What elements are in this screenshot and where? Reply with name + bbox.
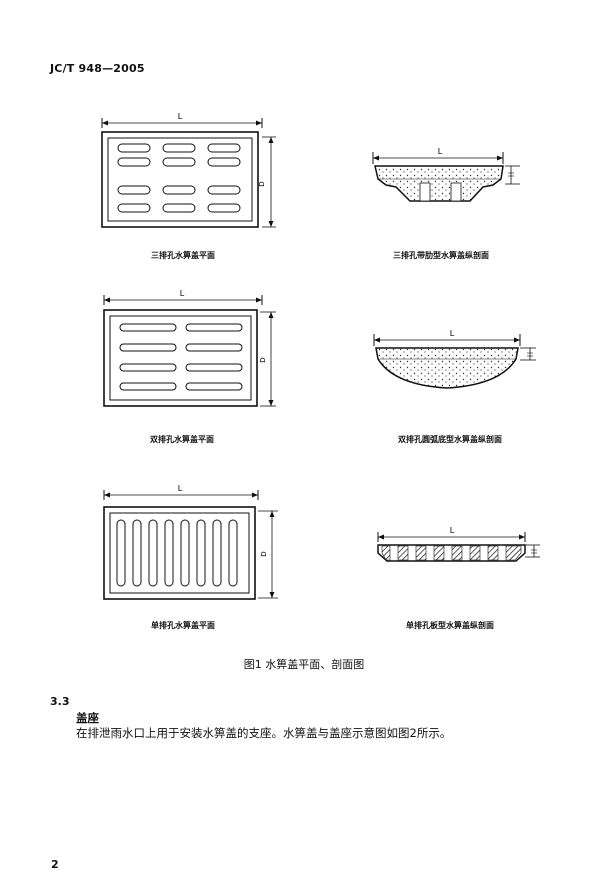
caption-plan-double-row: 双排孔水箅盖平面 bbox=[150, 435, 214, 444]
dim-L-label-3: L bbox=[180, 289, 185, 298]
dim-L-label-5: L bbox=[178, 484, 183, 493]
page-number: 2 bbox=[51, 858, 59, 871]
dim-L-label-2: L bbox=[438, 147, 443, 156]
dim-L-label-6: L bbox=[450, 526, 455, 535]
dim-L-label: L bbox=[178, 112, 183, 121]
section-single-row-plate-drawing: L bbox=[377, 526, 540, 562]
dim-D-label: D bbox=[258, 181, 266, 186]
dim-D-label-3: D bbox=[260, 551, 268, 556]
plan-double-row-drawing: L D bbox=[103, 289, 276, 407]
caption-plan-single-row: 单排孔水箅盖平面 bbox=[151, 621, 215, 630]
section-double-row-arc-drawing: L bbox=[373, 329, 536, 389]
section-three-row-ribbed-drawing: L bbox=[372, 147, 520, 202]
dim-D-label-2: D bbox=[259, 357, 267, 362]
plan-single-row-drawing: L D bbox=[103, 484, 278, 600]
plan-three-row-drawing: L D bbox=[101, 112, 276, 228]
section-definition: 在排泄雨水口上用于安装水箅盖的支座。水箅盖与盖座示意图如图2所示。 bbox=[76, 726, 452, 740]
caption-section-three-row-ribbed: 三排孔带肋型水箅盖纵剖面 bbox=[393, 251, 489, 260]
section-term: 盖座 bbox=[76, 711, 99, 725]
section-number: 3.3 bbox=[50, 695, 70, 708]
standard-code-header: JC/T 948—2005 bbox=[50, 62, 145, 75]
dim-L-label-4: L bbox=[450, 329, 455, 338]
figure-title: 图1 水箅盖平面、剖面图 bbox=[243, 658, 365, 671]
caption-plan-three-row: 三排孔水箅盖平面 bbox=[151, 251, 215, 260]
caption-section-single-row-plate: 单排孔板型水箅盖纵剖面 bbox=[406, 621, 494, 630]
caption-section-double-row-arc: 双排孔圆弧底型水箅盖纵剖面 bbox=[398, 435, 502, 444]
